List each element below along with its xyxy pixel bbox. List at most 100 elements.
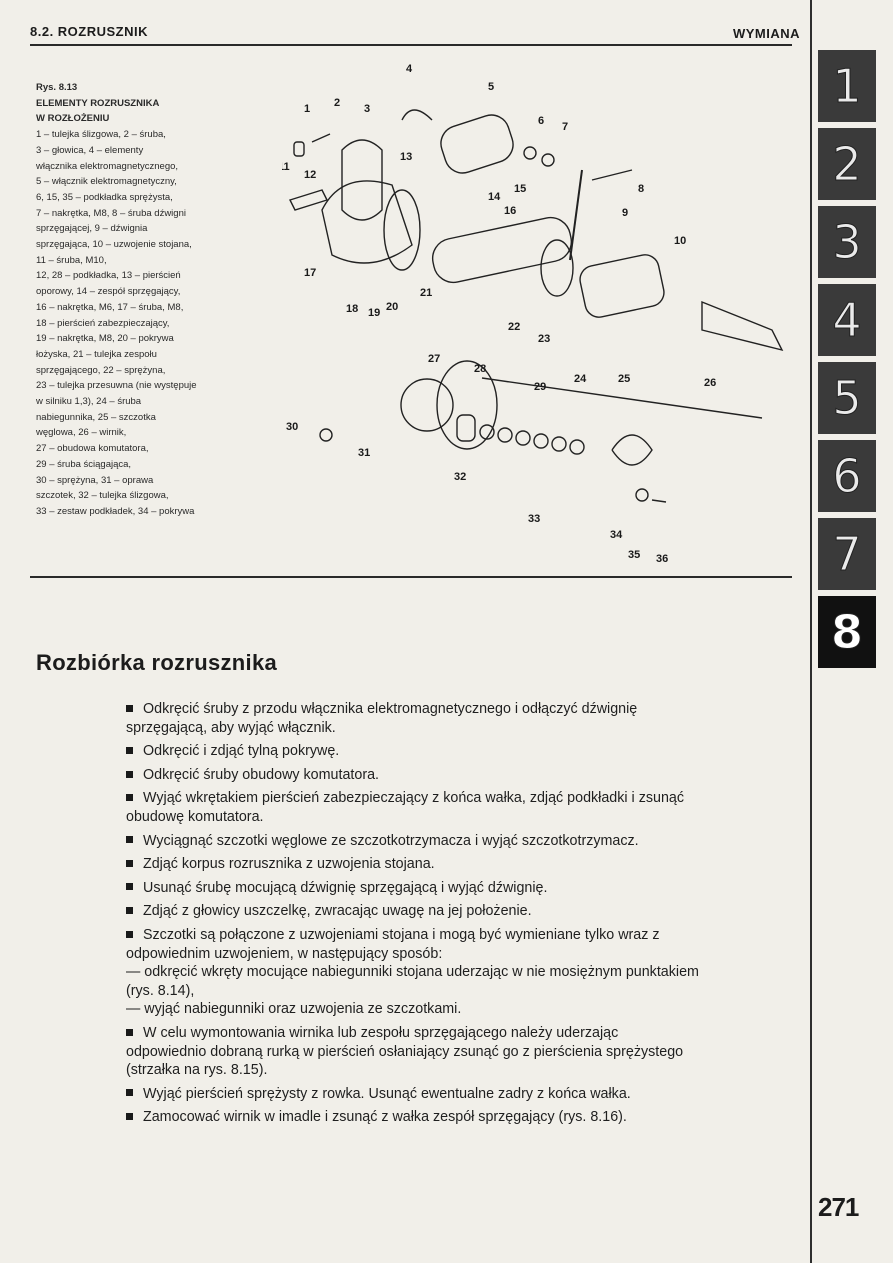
instruction-item: Wyjąć pierścień sprężysty z rowka. Usuną…: [126, 1085, 701, 1104]
chapter-tab-5[interactable]: 5: [818, 362, 876, 434]
bullet-icon: [126, 770, 133, 778]
caption-line: 5 – włącznik elektromagnetyczny,: [36, 176, 177, 188]
long-bolt-part: [289, 189, 328, 211]
spring-part: [540, 239, 574, 297]
spring-washer-part: [635, 488, 649, 502]
caption-line: 3 – głowica, 4 – elementy: [36, 144, 144, 156]
callout-label: 36: [656, 553, 668, 565]
callout-label: 2: [334, 97, 340, 109]
shim-part: [515, 430, 531, 446]
bullet-icon: [126, 907, 133, 915]
margin-rule: [810, 0, 812, 1263]
end-cap-part: [611, 434, 653, 466]
caption-line: łożyska, 21 – tulejka zespołu: [36, 348, 157, 360]
instruction-list: Odkręcić śruby z przodu włącznika elektr…: [126, 700, 701, 1132]
chapter-tab-6[interactable]: 6: [818, 440, 876, 512]
chapter-tab-1[interactable]: 1: [818, 50, 876, 122]
instruction-text: — wyjąć nabiegunniki oraz uzwojenia ze s…: [126, 1001, 462, 1018]
caption-line: 12, 28 – podkładka, 13 – pierścień: [36, 270, 181, 282]
solenoid-elements-part: [401, 109, 433, 121]
chapter-tab-2[interactable]: 2: [818, 128, 876, 200]
bullet-icon: [126, 930, 133, 938]
page-header: 8.2. ROZRUSZNIK WYMIANA: [30, 22, 800, 44]
instruction-item: Zdjąć z głowicy uszczelkę, zwracając uwa…: [126, 902, 701, 921]
callout-label: 1: [304, 103, 310, 115]
caption-line: 30 – sprężyna, 31 – oprawa: [36, 474, 154, 486]
instruction-text: Zamocować wirnik w imadle i zsunąć z wał…: [143, 1109, 627, 1126]
caption-title-line: Rys. 8.13: [36, 82, 78, 93]
instruction-item: Wyciągnąć szczotki węglowe ze szczotkotr…: [126, 832, 701, 851]
bullet-icon: [126, 859, 133, 867]
caption-line: sprzęgającej, 9 – dźwignia: [36, 223, 148, 235]
caption-line: 7 – nakrętka, M8, 8 – śruba dźwigni: [36, 207, 186, 219]
bullet-icon: [126, 704, 133, 712]
caption-line: węglowa, 26 – wirnik,: [36, 427, 127, 439]
caption-line: 11 – śruba, M10,: [36, 254, 107, 266]
chapter-tab-4[interactable]: 4: [818, 284, 876, 356]
callout-label: 9: [622, 207, 628, 219]
instruction-text: Wyjąć pierścień sprężysty z rowka. Usuną…: [143, 1085, 631, 1102]
caption-title-line: W ROZŁOŻENIU: [36, 113, 110, 125]
chapter-tab-8-active[interactable]: 8: [818, 596, 876, 668]
brush-spring-part: [319, 428, 333, 442]
callout-label: 35: [628, 549, 640, 561]
callout-label: 31: [358, 447, 370, 459]
caption-line: oporowy, 14 – zespół sprzęgający,: [36, 286, 181, 298]
figure-rule: [30, 576, 792, 578]
instruction-text: Wyciągnąć szczotki węglowe ze szczotkotr…: [143, 832, 639, 849]
callout-label: 6: [538, 115, 544, 127]
bullet-icon: [126, 746, 133, 754]
callout-label: 10: [674, 235, 686, 247]
chapter-tab-7[interactable]: 7: [818, 518, 876, 590]
shim-part: [569, 439, 585, 455]
callout-label: 30: [286, 421, 298, 433]
instruction-item: Wyjąć wkrętakiem pierścień zabezpieczają…: [126, 789, 701, 826]
solenoid-part: [440, 114, 514, 174]
chapter-tabs: 1 2 3 4 5 6 7 8: [818, 50, 876, 674]
shim-part: [551, 436, 567, 452]
sleeve-part: [293, 141, 305, 157]
instruction-text: Zdjąć z głowicy uszczelkę, zwracając uwa…: [143, 903, 532, 920]
callout-label: 24: [574, 373, 587, 385]
brush-holder-part: [400, 378, 454, 432]
caption-line: włącznika elektromagnetycznego,: [36, 160, 179, 172]
bullet-icon: [126, 836, 133, 844]
bullet-icon: [126, 1089, 133, 1097]
caption-line: 16 – nakrętka, M6, 17 – śruba, M8,: [36, 301, 184, 313]
instruction-item: Zamocować wirnik w imadle i zsunąć z wał…: [126, 1108, 701, 1127]
instruction-subitem: — wyjąć nabiegunniki oraz uzwojenia ze s…: [126, 1000, 701, 1019]
caption-line: sprzęgającego, 22 – sprężyna,: [36, 364, 166, 376]
callout-label: 28: [474, 363, 486, 375]
callout-label: 11: [282, 161, 290, 173]
caption-line: 1 – tulejka ślizgowa, 2 – śruba,: [36, 129, 166, 141]
caption-line: 33 – zestaw podkładek, 34 – pokrywa: [36, 505, 195, 517]
nut-part: [541, 153, 555, 167]
instruction-text: Wyjąć wkrętakiem pierścień zabezpieczają…: [126, 790, 685, 825]
head-part: [341, 139, 383, 221]
instruction-text: — odkręcić wkręty mocujące nabiegunniki …: [126, 964, 699, 999]
callout-label: 19: [368, 307, 380, 319]
bullet-icon: [126, 1028, 133, 1036]
instruction-text: Szczotki są połączone z uzwojeniami stoj…: [126, 926, 660, 962]
caption-line: w silniku 1,3), 24 – śruba: [36, 396, 142, 408]
cap-screw-part: [651, 499, 667, 503]
bullet-icon: [126, 883, 133, 891]
armature-part: [701, 300, 784, 352]
instruction-subitem: — odkręcić wkręty mocujące nabiegunniki …: [126, 963, 701, 1000]
callout-label: 18: [346, 303, 358, 315]
header-section-title: 8.2. ROZRUSZNIK: [30, 24, 149, 39]
caption-line: 18 – pierścień zabezpieczający,: [36, 317, 170, 329]
callout-label: 17: [304, 267, 316, 279]
caption-line: 6, 15, 35 – podkładka sprężysta,: [36, 191, 173, 203]
instruction-item: W celu wymontowania wirnika lub zespołu …: [126, 1024, 701, 1080]
lever-part: [569, 169, 583, 261]
bullet-icon: [126, 1113, 133, 1120]
tie-bolt-part: [481, 377, 763, 419]
header-chapter-title: WYMIANA: [732, 26, 800, 41]
callout-label: 12: [304, 169, 316, 181]
figure-caption: Rys. 8.13 ELEMENTY ROZRUSZNIKA W ROZŁOŻE…: [36, 80, 276, 520]
caption-line: 27 – obudowa komutatora,: [36, 443, 149, 455]
callout-label: 14: [488, 191, 501, 203]
header-rule: [30, 44, 792, 46]
chapter-tab-3[interactable]: 3: [818, 206, 876, 278]
